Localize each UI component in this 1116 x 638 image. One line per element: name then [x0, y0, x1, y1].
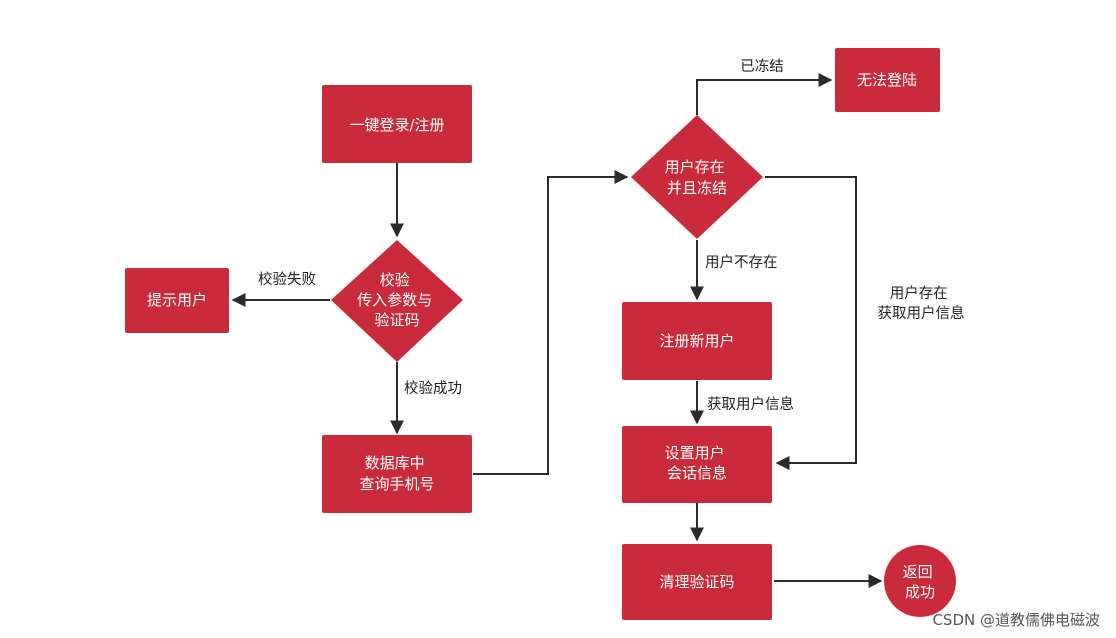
- edge-labels: 校验失败 校验成功 已冻结 用户不存在 用户存在 获取用户信息 获取用户信息: [258, 57, 965, 413]
- node-notify: [125, 268, 229, 333]
- node-register-line-1: 注册新用户: [659, 332, 734, 350]
- node-success: [884, 545, 956, 617]
- edge-label-validate-ok: 校验成功: [404, 380, 462, 397]
- node-query-db: [322, 435, 472, 513]
- edge-label-validate-ok-line-1: 校验成功: [404, 380, 462, 397]
- edge-label-exist-fetch-line-1: 用户存在: [890, 285, 948, 302]
- node-set-session-line-1: 设置用户: [665, 444, 725, 462]
- node-check-frozen-line-2: 并且冻结: [667, 179, 727, 197]
- node-cannot-login-label: 无法登陆: [857, 71, 917, 89]
- node-login-label: 一键登录/注册: [349, 116, 444, 134]
- node-register-label: 注册新用户: [659, 332, 734, 350]
- node-success-line-1: 返回: [903, 563, 933, 581]
- edges: [231, 73, 883, 588]
- node-cannot-login-line-1: 无法登陆: [857, 71, 917, 89]
- node-validate-line-1: 校验: [380, 271, 410, 289]
- node-validate-label: 校验 传入参数与 验证码: [357, 271, 437, 329]
- edge-label-exist-fetch-line-2: 获取用户信息: [878, 305, 965, 322]
- node-check-frozen: [631, 115, 763, 239]
- node-check-frozen-line-1: 用户存在: [665, 158, 725, 176]
- nodes: [125, 48, 956, 620]
- node-notify-line-1: 提示用户: [147, 291, 207, 309]
- node-validate: [331, 240, 463, 362]
- node-clear-code: [622, 544, 772, 620]
- node-success-label: 返回 成功: [903, 563, 938, 601]
- node-cannot-login: [835, 48, 940, 112]
- node-clear-code-line-1: 清理验证码: [659, 573, 734, 591]
- node-set-session: [622, 426, 772, 503]
- node-clear-code-label: 清理验证码: [659, 573, 734, 591]
- edge-label-frozen: 已冻结: [740, 57, 784, 75]
- node-login-line-1: 一键登录/注册: [349, 116, 444, 134]
- edge-check-to-set-session: [765, 176, 857, 470]
- watermark-text: CSDN @道教儒佛电磁波: [932, 611, 1100, 629]
- node-labels: 一键登录/注册 校验 传入参数与 验证码 提示用户 数据库中 查询手机号 用户存…: [147, 71, 938, 601]
- node-query-db-label: 数据库中 查询手机号: [359, 454, 434, 493]
- edge-label-validate-fail-line-1: 校验失败: [258, 271, 316, 288]
- edge-label-fetch-info: 获取用户信息: [707, 396, 794, 413]
- node-set-session-line-2: 会话信息: [667, 464, 727, 482]
- node-success-line-2: 成功: [905, 583, 935, 601]
- edge-label-not-exist-line-1: 用户不存在: [705, 254, 778, 271]
- edge-label-not-exist: 用户不存在: [705, 254, 778, 271]
- node-validate-line-3: 验证码: [374, 311, 419, 329]
- node-query-db-line-1: 数据库中: [365, 454, 425, 472]
- edge-label-fetch-info-line-1: 获取用户信息: [707, 396, 794, 413]
- edge-check-to-cannot-login: [696, 73, 833, 115]
- node-notify-label: 提示用户: [147, 291, 207, 309]
- edge-label-exist-fetch: 用户存在 获取用户信息: [878, 285, 965, 322]
- node-set-session-label: 设置用户 会话信息: [665, 444, 730, 482]
- node-validate-line-2: 传入参数与: [357, 291, 432, 309]
- edge-query-to-check: [473, 170, 629, 475]
- edge-label-validate-fail: 校验失败: [258, 271, 316, 288]
- node-login: [322, 85, 472, 163]
- node-register: [622, 302, 772, 380]
- node-check-frozen-label: 用户存在 并且冻结: [665, 158, 730, 197]
- edge-label-frozen-line-1: 已冻结: [740, 57, 784, 75]
- node-query-db-line-2: 查询手机号: [359, 475, 434, 493]
